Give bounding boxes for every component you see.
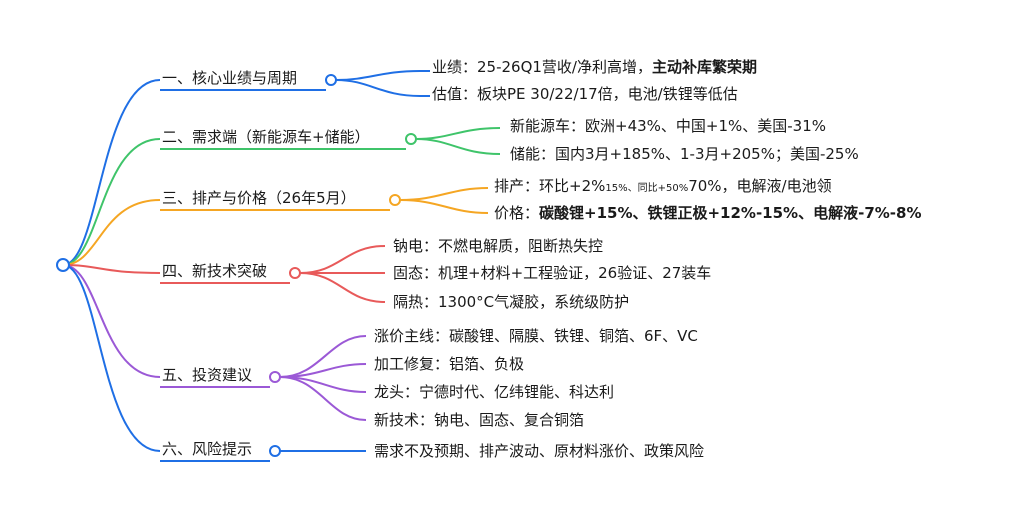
trunk-edge-1	[62, 79, 161, 266]
leaf-5-4[interactable]: 新技术：钠电、固态、复合铜箔	[374, 411, 585, 429]
leaf-4-2[interactable]: 固态：机理+材料+工程验证，26验证、27装车	[393, 264, 712, 282]
leaf-1-1-bold: 主动补库繁荣期	[652, 58, 758, 76]
leaf-2-1[interactable]: 新能源车：欧洲+43%、中国+1%、美国-31%	[510, 117, 827, 135]
leaf-3-2[interactable]: 价格：碳酸锂+15%、铁锂正极+12%-15%、电解液-7%-8%	[494, 203, 921, 223]
leaf-edge-3-1	[399, 187, 489, 201]
branch-label-3[interactable]: 三、排产与价格（26年5月）	[162, 189, 356, 207]
trunk-edge-4	[62, 264, 161, 274]
leaf-3-2-prefix: 价格：	[494, 204, 540, 222]
trunk-edge-3	[62, 199, 161, 266]
branch-node-2[interactable]	[405, 133, 417, 145]
leaf-edge-5-4	[279, 376, 367, 421]
branch-label-1[interactable]: 一、核心业绩与周期	[162, 69, 298, 87]
leaf-3-1-tail: 70%，电解液/电池领	[688, 177, 832, 195]
branch-node-3[interactable]	[389, 194, 401, 206]
leaf-edge-4-3	[299, 272, 386, 303]
leaf-edge-1-2	[335, 79, 421, 97]
leaf-1-1[interactable]: 业绩：25-26Q1营收/净利高增，主动补库繁荣期	[432, 57, 757, 77]
leaf-3-1-small: 15%、同比+50%	[605, 183, 689, 194]
branch-label-5[interactable]: 五、投资建议	[162, 366, 253, 384]
branch-node-1[interactable]	[325, 74, 337, 86]
branch-label-4[interactable]: 四、新技术突破	[162, 262, 268, 280]
leaf-edge-2-1	[415, 127, 501, 140]
branch-node-6[interactable]	[269, 445, 281, 457]
leaf-2-2[interactable]: 储能：国内3月+185%、1-3月+205%；美国-25%	[510, 145, 859, 163]
leaf-3-1-text: 排产：环比+2%	[494, 177, 606, 195]
leaf-6-1[interactable]: 需求不及预期、排产波动、原材料涨价、政策风险	[374, 442, 705, 460]
leaf-edge-4-1	[299, 245, 386, 274]
leaf-4-3[interactable]: 隔热：1300°C气凝胶，系统级防护	[393, 293, 630, 311]
branch-label-6[interactable]: 六、风险提示	[162, 440, 253, 458]
root-node[interactable]	[56, 258, 70, 272]
leaf-edge-3-2	[399, 199, 489, 214]
leaf-1-1-text: 业绩：25-26Q1营收/净利高增，	[432, 58, 652, 76]
trunk-edge-6	[62, 264, 161, 452]
leaf-5-2[interactable]: 加工修复：铝箔、负极	[374, 355, 525, 373]
trunk-edge-2	[62, 138, 161, 266]
leaf-3-1[interactable]: 排产：环比+2%15%、同比+50%70%，电解液/电池领	[494, 176, 832, 199]
branch-node-5[interactable]	[269, 371, 281, 383]
leaf-edge-1-1	[335, 70, 421, 81]
branch-node-4[interactable]	[289, 267, 301, 279]
trunk-edge-5	[62, 264, 161, 378]
branch-label-2[interactable]: 二、需求端（新能源车+储能）	[162, 128, 370, 146]
leaf-5-3[interactable]: 龙头：宁德时代、亿纬锂能、科达利	[374, 383, 615, 401]
leaf-4-1[interactable]: 钠电：不燃电解质，阻断热失控	[393, 237, 604, 255]
leaf-5-1[interactable]: 涨价主线：碳酸锂、隔膜、铁锂、铜箔、6F、VC	[374, 327, 698, 345]
leaf-3-2-bold: 碳酸锂+15%、铁锂正极+12%-15%、电解液-7%-8%	[539, 204, 922, 222]
leaf-edge-2-2	[415, 138, 501, 155]
leaf-1-2[interactable]: 估值：板块PE 30/22/17倍，电池/铁锂等低估	[432, 85, 738, 103]
